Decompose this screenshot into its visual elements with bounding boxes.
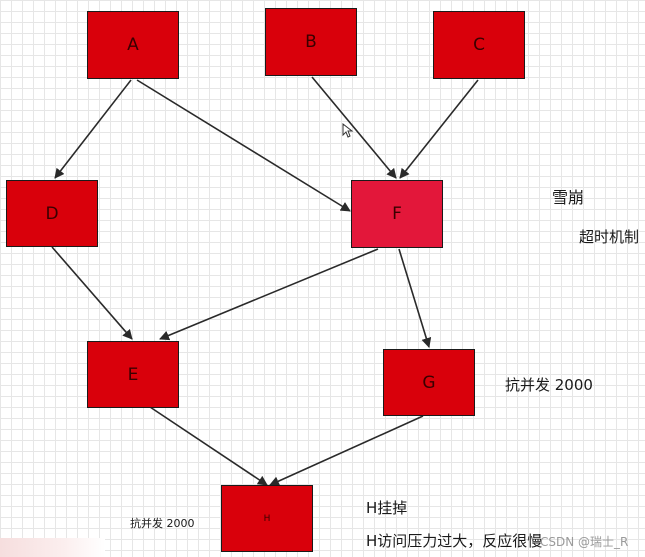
node-h[interactable]: H bbox=[221, 485, 313, 552]
note-h-pressure: H访问压力过大，反应很慢 bbox=[366, 532, 543, 550]
edge-a-d bbox=[54, 79, 132, 179]
edge-f-e bbox=[159, 248, 379, 341]
node-b[interactable]: B bbox=[265, 8, 357, 76]
edge-a-f bbox=[136, 79, 351, 212]
node-d[interactable]: D bbox=[6, 180, 98, 247]
node-g[interactable]: G bbox=[383, 349, 475, 416]
edge-g-h bbox=[269, 415, 424, 486]
edge-d-e bbox=[51, 246, 133, 340]
edge-f-g bbox=[398, 248, 432, 348]
decorative-strip bbox=[0, 538, 105, 557]
note-concurrency-g: 抗并发 2000 bbox=[505, 376, 593, 394]
note-concurrency-h: 抗并发 2000 bbox=[130, 517, 195, 530]
note-avalanche: 雪崩 bbox=[552, 188, 585, 207]
watermark: CSDN @瑞士_R bbox=[540, 535, 629, 549]
node-a[interactable]: A bbox=[87, 11, 179, 79]
edge-c-f bbox=[399, 79, 479, 179]
node-c[interactable]: C bbox=[433, 11, 525, 79]
cursor-icon bbox=[342, 122, 354, 138]
note-h-down: H挂掉 bbox=[366, 499, 408, 517]
edge-b-f bbox=[311, 76, 397, 179]
edge-e-h bbox=[149, 406, 268, 486]
node-f[interactable]: F bbox=[351, 180, 443, 248]
node-e[interactable]: E bbox=[87, 341, 179, 408]
note-timeout-mechanism: 超时机制 bbox=[579, 228, 640, 246]
